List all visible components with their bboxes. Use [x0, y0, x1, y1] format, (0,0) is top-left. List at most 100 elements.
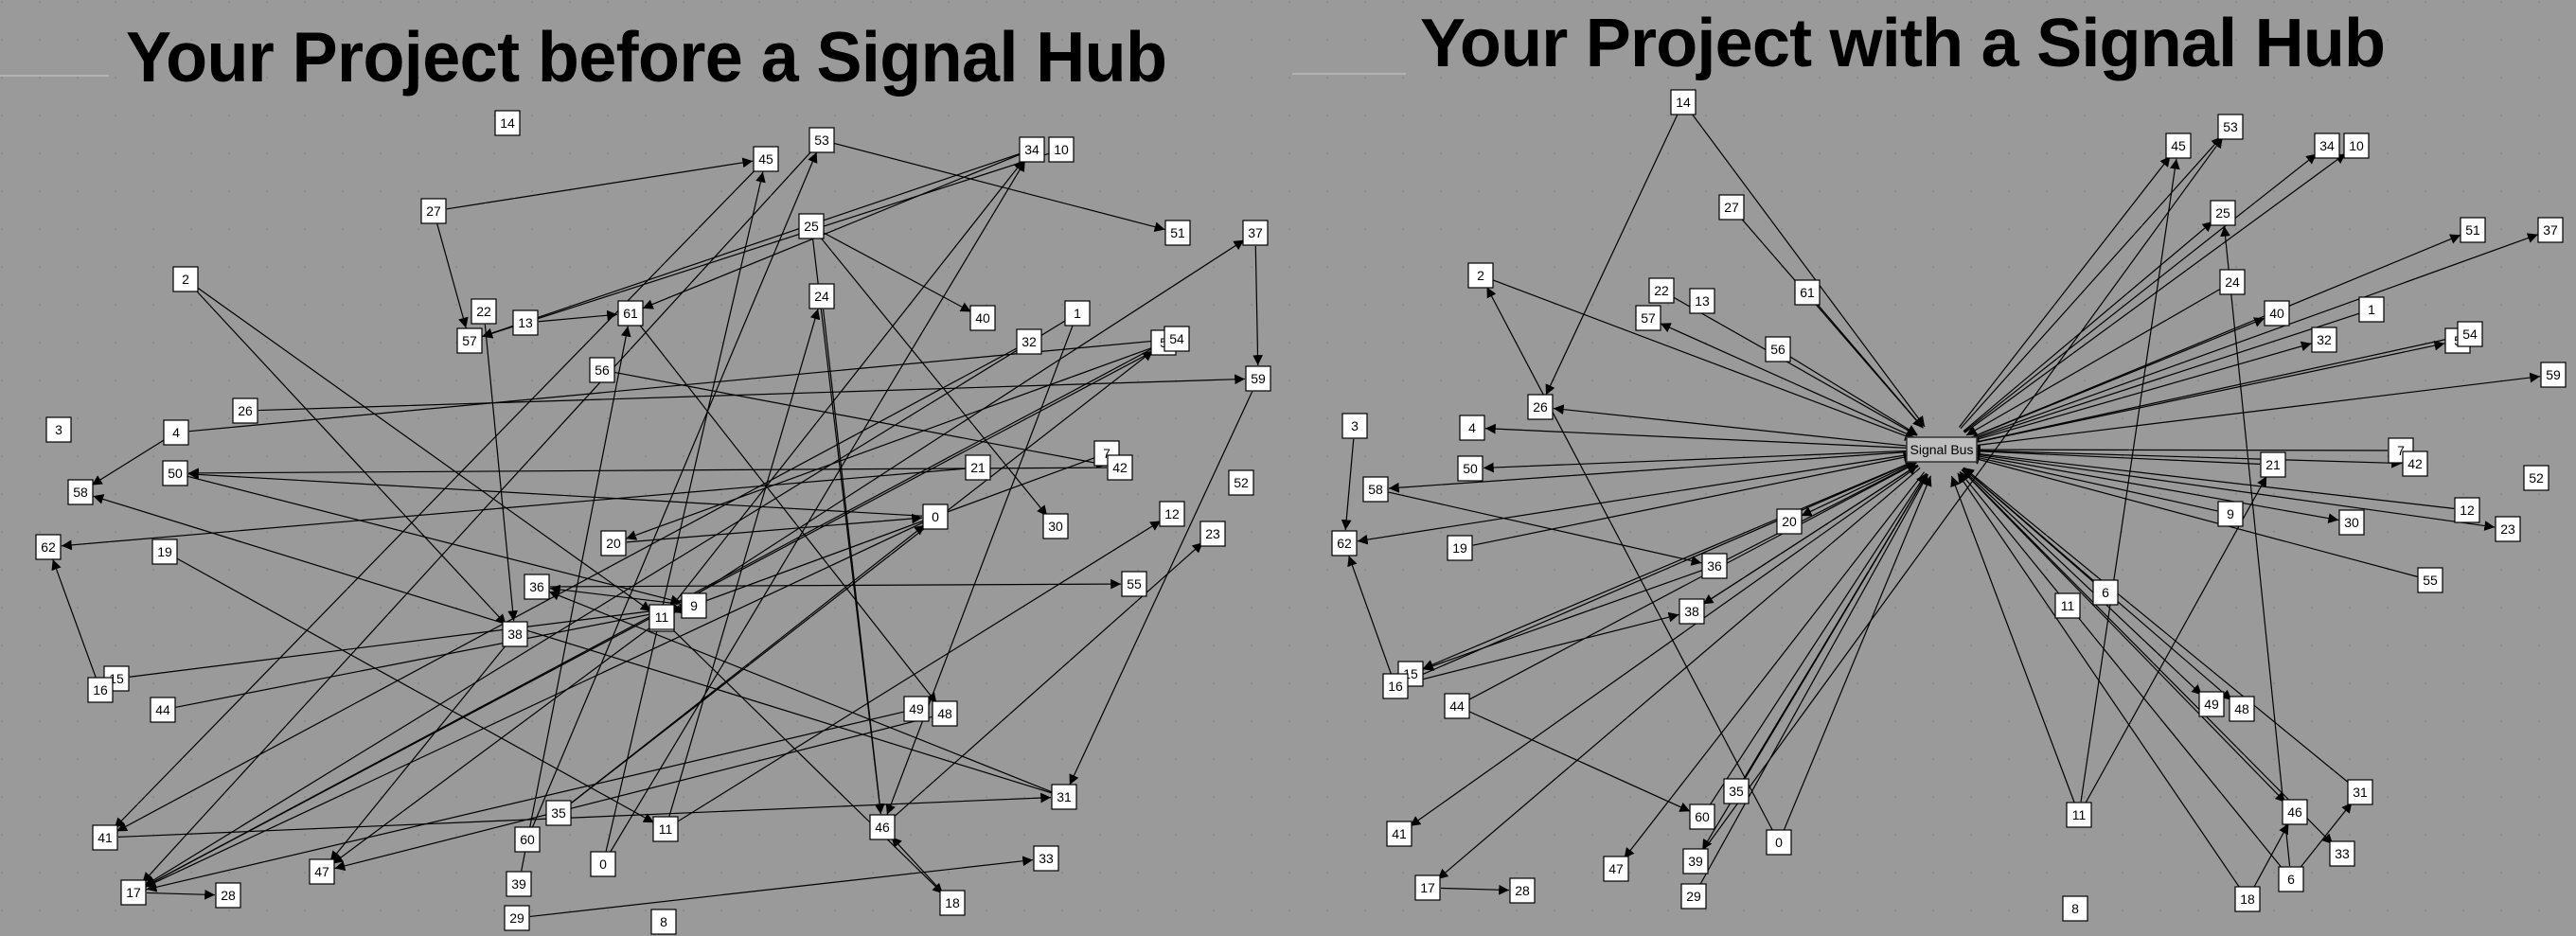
left-node-12[interactable]: 12 [1159, 501, 1185, 527]
right-node-4[interactable]: 4 [1459, 415, 1485, 441]
left-node-32[interactable]: 32 [1016, 328, 1042, 355]
left-node-47[interactable]: 47 [309, 858, 335, 885]
right-node-58[interactable]: 58 [1362, 476, 1389, 503]
right-node-39[interactable]: 39 [1682, 848, 1709, 874]
left-node-19[interactable]: 19 [151, 539, 178, 565]
left-node-48[interactable]: 48 [932, 700, 958, 727]
right-node-41[interactable]: 41 [1386, 821, 1412, 847]
right-node-53[interactable]: 53 [2217, 114, 2244, 140]
left-node-11[interactable]: 11 [652, 816, 679, 842]
right-node-60[interactable]: 60 [1689, 804, 1715, 830]
right-node-31[interactable]: 31 [2347, 779, 2373, 805]
left-node-30[interactable]: 30 [1042, 513, 1069, 539]
right-node-37[interactable]: 37 [2537, 217, 2564, 243]
right-node-2[interactable]: 2 [1467, 262, 1494, 289]
left-node-41[interactable]: 41 [92, 824, 118, 851]
left-node-42[interactable]: 42 [1107, 454, 1133, 481]
left-node-27[interactable]: 27 [420, 198, 447, 224]
right-node-32[interactable]: 32 [2311, 327, 2337, 353]
left-node-16[interactable]: 16 [87, 677, 114, 703]
left-node-56[interactable]: 56 [589, 357, 615, 383]
left-node-44[interactable]: 44 [150, 697, 176, 723]
left-node-51[interactable]: 51 [1164, 220, 1191, 246]
left-node-53[interactable]: 53 [808, 127, 835, 153]
right-node-44[interactable]: 44 [1444, 693, 1470, 719]
left-node-57[interactable]: 57 [456, 327, 483, 354]
right-node-45[interactable]: 45 [2165, 132, 2192, 159]
left-node-20[interactable]: 20 [600, 530, 627, 556]
left-node-23[interactable]: 23 [1199, 521, 1226, 547]
left-node-46[interactable]: 46 [869, 814, 896, 840]
left-node-11[interactable]: 11 [648, 604, 675, 630]
right-node-54[interactable]: 54 [2457, 321, 2483, 347]
left-node-18[interactable]: 18 [939, 890, 966, 916]
right-node-48[interactable]: 48 [2229, 696, 2255, 722]
right-node-40[interactable]: 40 [2264, 300, 2290, 327]
left-node-36[interactable]: 36 [524, 574, 550, 600]
right-node-18[interactable]: 18 [2234, 886, 2261, 912]
right-node-30[interactable]: 30 [2338, 509, 2365, 536]
right-node-25[interactable]: 25 [2210, 200, 2236, 226]
right-node-59[interactable]: 59 [2540, 362, 2567, 388]
right-node-23[interactable]: 23 [2495, 516, 2521, 542]
left-node-8[interactable]: 8 [650, 909, 677, 935]
right-node-34[interactable]: 34 [2314, 132, 2340, 159]
left-node-45[interactable]: 45 [753, 146, 779, 172]
right-node-29[interactable]: 29 [1680, 883, 1707, 910]
left-node-40[interactable]: 40 [969, 305, 996, 331]
left-node-0[interactable]: 0 [590, 851, 616, 877]
right-node-21[interactable]: 21 [2260, 451, 2286, 478]
left-node-39[interactable]: 39 [506, 871, 532, 897]
left-node-0[interactable]: 0 [922, 503, 949, 530]
left-node-4[interactable]: 4 [163, 419, 189, 446]
right-node-8[interactable]: 8 [2062, 895, 2088, 922]
right-node-14[interactable]: 14 [1670, 89, 1697, 115]
left-node-58[interactable]: 58 [67, 479, 94, 505]
right-node-27[interactable]: 27 [1718, 194, 1745, 221]
right-node-38[interactable]: 38 [1679, 598, 1705, 625]
left-node-59[interactable]: 59 [1245, 365, 1271, 392]
left-node-28[interactable]: 28 [215, 882, 241, 909]
left-node-31[interactable]: 31 [1051, 784, 1077, 810]
left-node-3[interactable]: 3 [45, 416, 72, 443]
left-node-24[interactable]: 24 [808, 283, 835, 309]
left-node-26[interactable]: 26 [232, 397, 258, 424]
right-node-11[interactable]: 11 [2066, 802, 2092, 828]
right-node-51[interactable]: 51 [2460, 217, 2486, 243]
right-node-50[interactable]: 50 [1457, 455, 1483, 482]
left-node-7[interactable]: 7 [1093, 440, 1120, 467]
left-node-29[interactable]: 29 [504, 905, 530, 931]
right-node-0[interactable]: 0 [1766, 829, 1792, 856]
left-node-22[interactable]: 22 [471, 298, 497, 325]
left-node-54[interactable]: 54 [1164, 326, 1190, 352]
right-node-12[interactable]: 12 [2454, 497, 2480, 523]
right-node-3[interactable]: 3 [1341, 413, 1368, 439]
right-node-1[interactable]: 1 [2358, 296, 2385, 323]
right-node-7[interactable]: 7 [2388, 437, 2414, 464]
left-node-49[interactable]: 49 [903, 696, 930, 722]
right-node-17[interactable]: 17 [1414, 874, 1441, 901]
right-node-19[interactable]: 19 [1447, 535, 1473, 561]
left-node-17[interactable]: 17 [120, 879, 147, 906]
left-node-1[interactable]: 1 [1064, 300, 1091, 327]
left-node-35[interactable]: 35 [545, 800, 572, 826]
right-node-6[interactable]: 6 [2278, 866, 2304, 892]
right-node-26[interactable]: 26 [1527, 394, 1554, 420]
right-node-9[interactable]: 9 [2217, 501, 2244, 527]
right-node-6[interactable]: 6 [2092, 579, 2119, 606]
right-node-55[interactable]: 55 [2417, 567, 2443, 593]
right-node-52[interactable]: 52 [2523, 465, 2549, 491]
right-node-28[interactable]: 28 [1509, 877, 1536, 904]
right-node-47[interactable]: 47 [1603, 856, 1629, 882]
right-node-42[interactable]: 42 [2402, 450, 2428, 477]
left-node-33[interactable]: 33 [1033, 845, 1059, 872]
left-node-55[interactable]: 55 [1121, 571, 1147, 597]
right-node-46[interactable]: 46 [2282, 799, 2308, 825]
left-node-34[interactable]: 34 [1019, 136, 1045, 163]
right-node-36[interactable]: 36 [1701, 553, 1728, 579]
left-node-10[interactable]: 10 [1048, 136, 1075, 163]
left-node-38[interactable]: 38 [502, 621, 528, 647]
left-node-13[interactable]: 13 [512, 309, 539, 336]
left-node-50[interactable]: 50 [162, 460, 188, 486]
left-node-60[interactable]: 60 [514, 826, 541, 853]
